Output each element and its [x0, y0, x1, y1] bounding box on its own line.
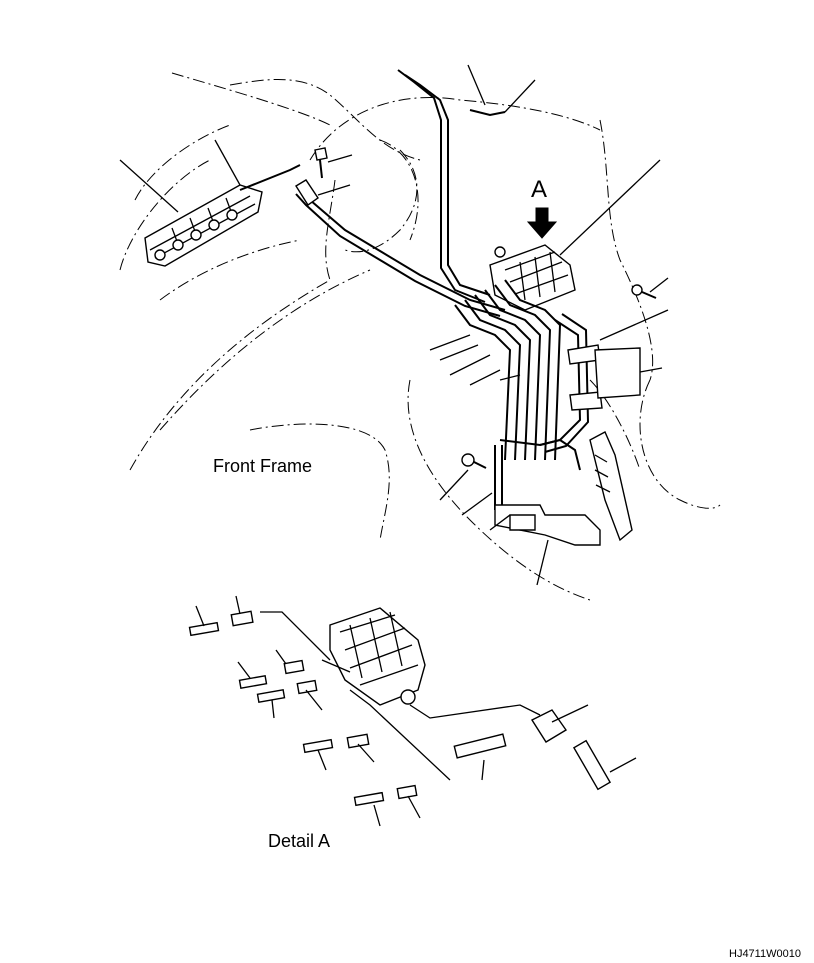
- front-frame-label: Front Frame: [213, 456, 313, 476]
- detail-a-label: Detail A: [268, 831, 331, 851]
- view-arrow-a: [526, 207, 558, 239]
- main-valve: [489, 159, 661, 311]
- upper-valve-block: [119, 139, 301, 267]
- hose-bundle: [429, 279, 590, 461]
- drawing-code: HJ4711W0010: [729, 948, 801, 960]
- detail-a-parts: [188, 595, 637, 827]
- view-marker-label: A: [531, 176, 548, 203]
- bolt-upper: [314, 147, 353, 179]
- front-frame-outline: [119, 72, 721, 601]
- hose-clamps: [567, 344, 663, 411]
- bolt-right: [599, 277, 669, 341]
- lower-bracket: [439, 431, 633, 586]
